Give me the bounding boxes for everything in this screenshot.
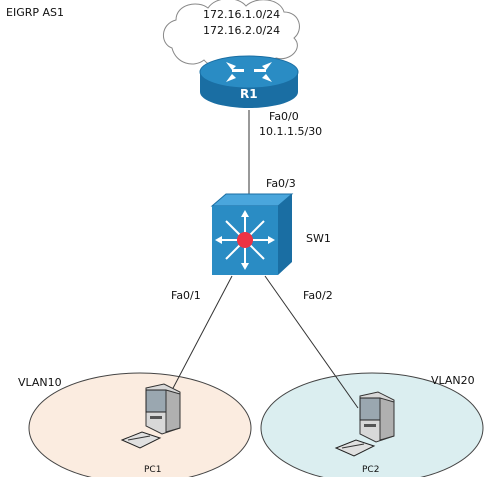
- pc1-label: PC1: [144, 465, 162, 475]
- router-interface: Fa0/0: [269, 110, 299, 123]
- switch-port-left: Fa0/1: [171, 289, 201, 302]
- pc2-icon: [334, 391, 395, 457]
- switch-name: SW1: [306, 232, 331, 245]
- switch-uplink-port: Fa0/3: [266, 177, 296, 190]
- pc2-label: PC2: [362, 465, 380, 475]
- router-icon: [199, 55, 299, 108]
- router-address: 10.1.1.5/30: [259, 125, 323, 138]
- link-sw1-pc1: [170, 275, 233, 393]
- switch-port-right: Fa0/2: [303, 289, 333, 302]
- vlan20-label: VLAN20: [431, 374, 475, 387]
- cloud-network-2: 172.16.2.0/24: [203, 24, 281, 37]
- vlan10-area: [28, 372, 252, 477]
- as-title: EIGRP AS1: [6, 6, 64, 19]
- vlan10-label: VLAN10: [18, 376, 62, 389]
- layer3-switch-icon: [210, 193, 294, 275]
- router-name: R1: [240, 87, 258, 101]
- link-sw1-pc2: [264, 275, 359, 409]
- cloud-network-1: 172.16.1.0/24: [203, 8, 281, 21]
- pc1-icon: [120, 383, 181, 449]
